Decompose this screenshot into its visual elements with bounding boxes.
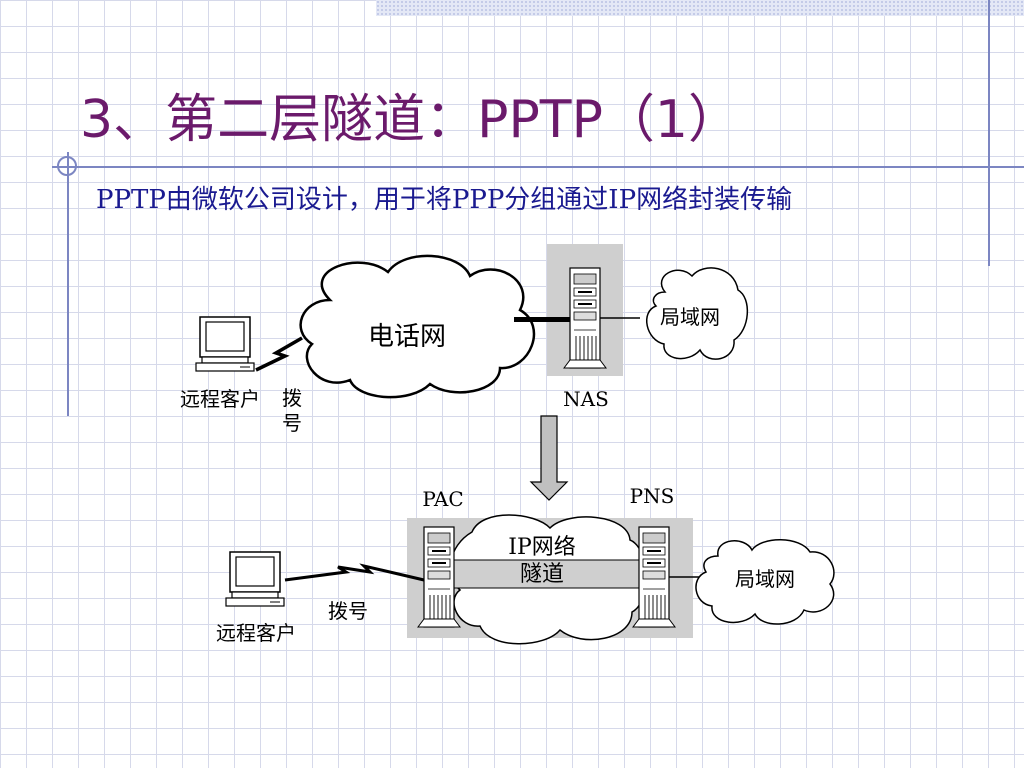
slide-title: 3、第二层隧道：PPTP（1） [80, 90, 741, 150]
phone-network-label: 电话网 [368, 322, 446, 352]
lan-cloud-bottom [695, 539, 835, 625]
dial-label-top-1: 拨 [282, 386, 302, 410]
pns-label: PNS [630, 484, 675, 508]
decorative-circle [57, 156, 77, 176]
pstn-setup: 电话网 局域网 远程客户 拨 号 NAS [180, 244, 749, 435]
remote-client-label-bottom: 远程客户 [216, 621, 296, 645]
dial-label-top-2: 号 [282, 411, 302, 435]
dial-label-bottom: 拨号 [328, 599, 368, 623]
nas-label: NAS [563, 387, 609, 411]
remote-client-label-top: 远程客户 [180, 387, 260, 411]
decorative-left-line [67, 152, 69, 416]
phone-network-cloud [299, 254, 536, 399]
pns-server-icon [632, 526, 676, 628]
pac-label: PAC [422, 487, 463, 511]
pptp-tunnel-setup: PAC PNS IP网络 隧道 局域网 拨号 远程客户 [216, 484, 835, 645]
lan-label-bottom: 局域网 [735, 567, 795, 591]
slide-description: PPTP由微软公司设计，用于将PPP分组通过IP网络封装传输 [96, 185, 793, 215]
phone-to-nas-link [514, 317, 570, 322]
remote-client-pc-icon-bottom [225, 551, 285, 607]
decorative-right-line [988, 0, 990, 266]
pac-server-icon [417, 526, 461, 628]
lan-label-top: 局域网 [660, 305, 720, 329]
transition-arrow [529, 415, 569, 501]
dial-line-bottom [284, 563, 425, 582]
remote-client-pc-icon [195, 316, 255, 372]
ip-network-label-1: IP网络 [508, 535, 576, 560]
decorative-top-band [376, 0, 1024, 16]
dial-line-top [255, 336, 303, 372]
lan-cloud-top [646, 267, 749, 360]
ip-network-label-2: 隧道 [520, 562, 564, 587]
decorative-title-underline [52, 166, 1024, 168]
nas-server-icon [563, 267, 607, 369]
